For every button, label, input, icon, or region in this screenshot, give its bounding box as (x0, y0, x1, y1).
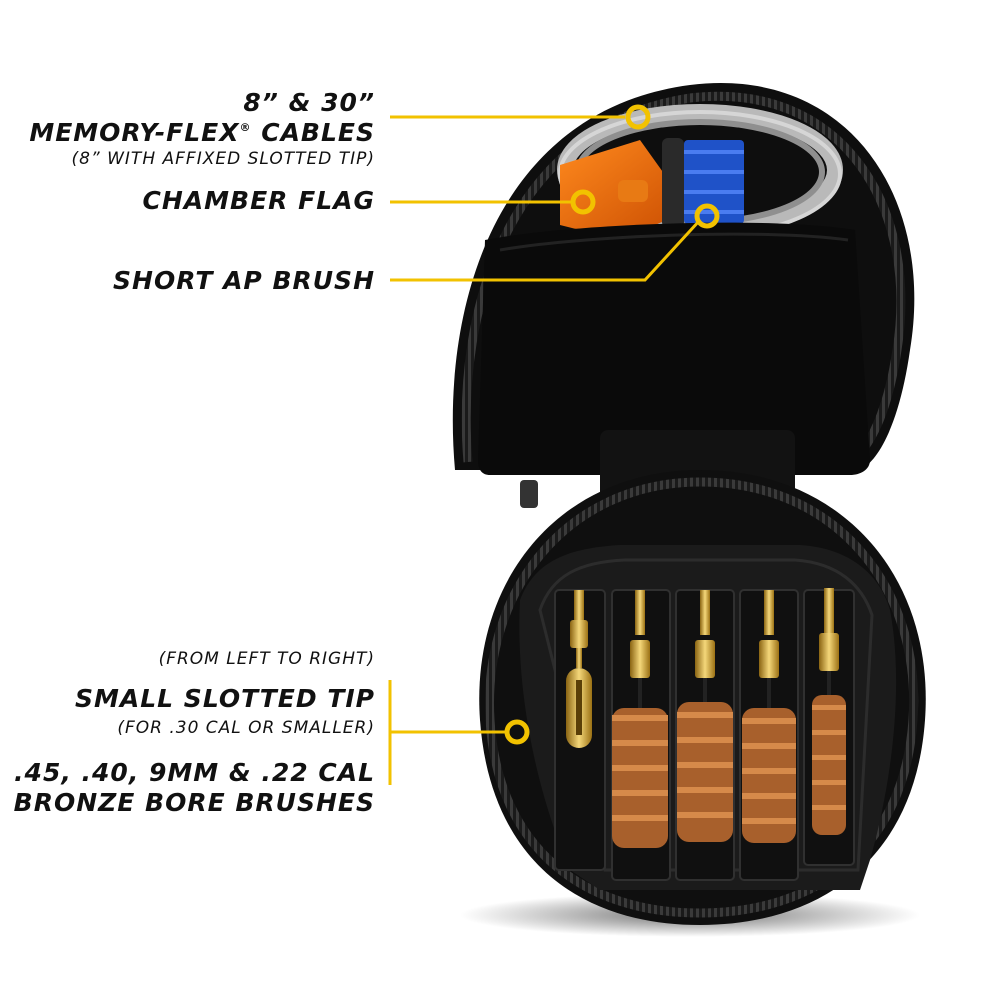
short-brush-label: SHORT AP BRUSH (113, 266, 375, 295)
slotted-tip-label: SMALL SLOTTED TIP (75, 684, 375, 713)
cables-subtitle: (8” WITH AFFIXED SLOTTED TIP) (71, 149, 375, 169)
bronze-bore-brush-22 (812, 588, 846, 835)
order-note: (FROM LEFT TO RIGHT) (158, 649, 375, 669)
callout-dot-icon (570, 189, 596, 215)
cables-title-name: MEMORY-FLEX (29, 118, 240, 147)
chamber-flag-window (618, 180, 648, 202)
registered-mark: ® (239, 121, 252, 134)
zipper-pull-icon (520, 480, 538, 508)
slotted-tip-subtitle: (FOR .30 CAL OR SMALLER) (117, 718, 375, 738)
callout-dots (504, 104, 720, 745)
callout-dot-icon (625, 104, 651, 130)
callout-dot-icon (694, 203, 720, 229)
small-slotted-tip (566, 590, 592, 748)
brushes-label-line1: .45, .40, 9MM & .22 CAL (14, 758, 375, 787)
cables-title-suffix: CABLES (251, 118, 375, 147)
chamber-flag-label: CHAMBER FLAG (142, 186, 375, 215)
brushes-label-line2: BRONZE BORE BRUSHES (13, 788, 375, 817)
bronze-bore-brush-45 (612, 590, 668, 848)
bronze-bore-brush-9mm (742, 590, 796, 843)
bronze-bore-brush-40 (677, 590, 733, 842)
callout-dot-icon (504, 719, 530, 745)
cables-title-line2: MEMORY-FLEX® CABLES (29, 120, 375, 145)
cables-title-line1: 8” & 30” (243, 88, 375, 117)
callout-lines (388, 115, 702, 785)
short-ap-brush (662, 138, 744, 228)
lid-pocket (478, 222, 870, 475)
